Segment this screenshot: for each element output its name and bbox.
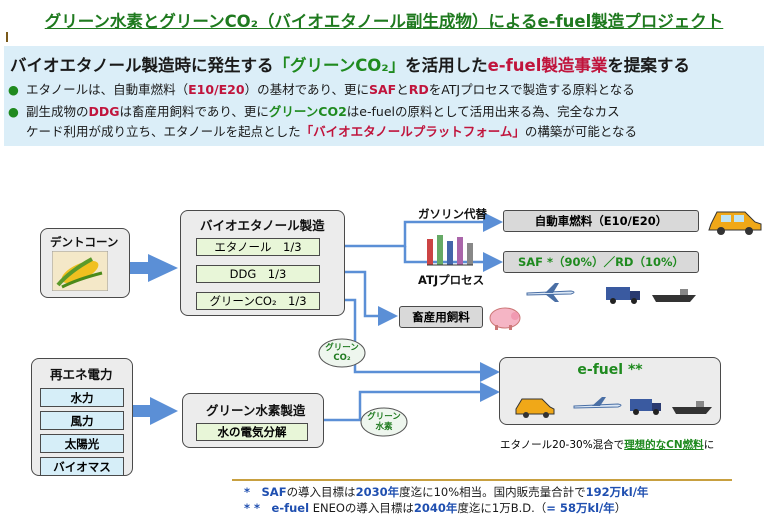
headline-pre: バイオエタノール製造時に発生する bbox=[10, 56, 274, 75]
feed-box: 畜産用飼料 bbox=[399, 306, 483, 328]
headline-post: を提案する bbox=[607, 56, 690, 75]
green-hydrogen-title: グリーン水素製造 bbox=[206, 403, 306, 418]
electrolysis-item: 水の電気分解 bbox=[196, 423, 308, 441]
renewable-item-biomass: バイオマス bbox=[40, 457, 124, 476]
bullet-icon: ● bbox=[8, 82, 19, 97]
blend-note: エタノール20-30%混合で理想的なCN燃料に bbox=[500, 439, 715, 451]
footnote-2: * * e-fuel ENEOの導入目標は2040年度迄に1万B.D.（= 58… bbox=[244, 501, 627, 515]
airplane-icon bbox=[573, 397, 622, 409]
renewable-title: 再エネ電力 bbox=[50, 367, 113, 382]
summary-panel bbox=[4, 46, 764, 146]
auto-fuel-box: 自動車燃料（E10/E20） bbox=[503, 210, 699, 232]
airplane-icon bbox=[526, 283, 575, 302]
footnote-1: * SAFの導入目標は2030年度迄に10%相当。国内販売量合計で192万kl/… bbox=[244, 485, 649, 499]
truck-icon bbox=[630, 399, 661, 415]
bullet-icon: ● bbox=[8, 104, 19, 119]
dent-corn-label: デントコーン bbox=[50, 235, 119, 249]
efuel-title: e-fuel ** bbox=[577, 362, 643, 378]
pig-icon bbox=[489, 307, 521, 330]
renewable-item-solar: 太陽光 bbox=[40, 434, 124, 453]
renewable-item-wind: 風力 bbox=[40, 411, 124, 430]
green-co2-item: グリーンCO₂ 1/3 bbox=[196, 292, 320, 310]
corn-icon bbox=[52, 251, 108, 291]
footnote-divider bbox=[232, 479, 732, 481]
ship-icon bbox=[672, 401, 712, 414]
renewable-item-hydro: 水力 bbox=[40, 388, 124, 407]
summary-headline: バイオエタノール製造時に発生する「グリーンCO₂」を活用したe-fuel製造事業… bbox=[10, 52, 690, 76]
truck-icon bbox=[606, 287, 640, 304]
gasoline-label: ガソリン代替 bbox=[418, 207, 487, 221]
summary-bullet-1: ●エタノールは、自動車燃料（E10/E20）の基材であり、更にSAFとRDをAT… bbox=[8, 80, 635, 100]
efuel-vehicle-icons bbox=[515, 397, 712, 418]
green-co2-cloud-icon bbox=[318, 338, 366, 368]
summary-bullet-2: ●副生成物のDDGは畜産用飼料であり、更にグリーンCO2はe-fuelの原料とし… bbox=[8, 102, 620, 122]
headline-key2: e-fuel製造事業 bbox=[487, 56, 608, 75]
ship-icon bbox=[652, 289, 696, 302]
summary-bullet-2-cont: ケード利用が成り立ち、エタノールを起点とした「バイオエタノールプラットフォーム」… bbox=[26, 124, 638, 139]
headline-key: 「グリーンCO₂」 bbox=[273, 56, 406, 75]
bio-ethanol-title: バイオエタノール製造 bbox=[200, 218, 325, 233]
ethanol-item: エタノール 1/3 bbox=[196, 238, 320, 256]
green-h2-cloud-label: グリーン 水素 bbox=[367, 412, 401, 432]
car-icon bbox=[708, 211, 762, 235]
green-h2-cloud-icon bbox=[360, 407, 408, 437]
car-icon bbox=[515, 398, 555, 418]
green-co2-cloud-label: グリーン CO₂ bbox=[325, 343, 359, 363]
atj-plant-icon bbox=[427, 235, 473, 266]
title-accent-bar bbox=[6, 32, 8, 42]
atj-label: ATJプロセス bbox=[418, 273, 485, 287]
ddg-item: DDG 1/3 bbox=[196, 265, 320, 283]
page-title: グリーン水素とグリーンCO₂（バイオエタノール副生成物）によるe-fuel製造プ… bbox=[44, 12, 724, 31]
headline-mid: を活用した bbox=[405, 56, 488, 75]
saf-rd-box: SAF *（90%）／RD（10%） bbox=[503, 251, 699, 273]
